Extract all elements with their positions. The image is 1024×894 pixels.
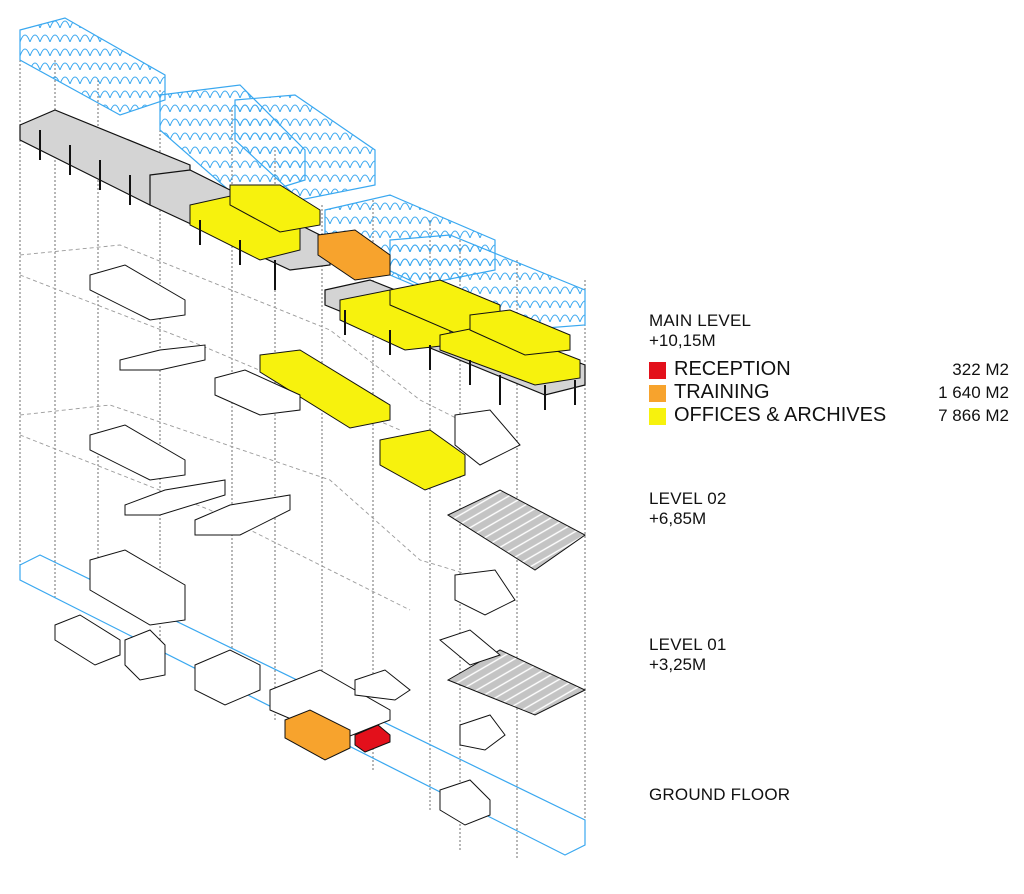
level-02-elevation: +6,85M (649, 509, 707, 528)
level-02-title: LEVEL 02 (649, 489, 727, 508)
axonometric-drawing (19, 17, 587, 860)
legend-row-reception: RECEPTION 322 M2 (649, 358, 1009, 381)
legend-area: 1 640 M2 (938, 383, 1009, 402)
offices-swatch (649, 408, 666, 425)
level-01-elevation: +3,25M (649, 655, 707, 674)
ground-floor-volumes (54, 549, 506, 826)
legend: RECEPTION 322 M2 TRAINING 1 640 M2 OFFIC… (649, 358, 1009, 427)
parking-decks (446, 489, 587, 716)
ground-floor-base (19, 554, 586, 856)
structural-columns (39, 130, 576, 410)
training-zone-ground (284, 709, 351, 761)
offices-zones-main (189, 184, 581, 491)
reception-swatch (649, 362, 666, 379)
legend-row-offices: OFFICES & ARCHIVES 7 866 M2 (649, 404, 1009, 427)
ground-floor-title: GROUND FLOOR (649, 785, 791, 804)
training-swatch (649, 385, 666, 402)
legend-area: 7 866 M2 (938, 406, 1009, 425)
reception-zone-ground (354, 724, 391, 753)
legend-row-training: TRAINING 1 640 M2 (649, 381, 1009, 404)
legend-area: 322 M2 (952, 360, 1009, 379)
level-01-title: LEVEL 01 (649, 635, 727, 654)
level-02-outlines (89, 264, 521, 466)
legend-label: RECEPTION (674, 358, 791, 380)
main-level-title: MAIN LEVEL (649, 311, 752, 330)
training-zone-main (317, 229, 391, 281)
legend-label: OFFICES & ARCHIVES (674, 404, 887, 426)
legend-label: TRAINING (674, 381, 770, 403)
level-01-outlines (89, 424, 516, 666)
main-level-elevation: +10,15M (649, 331, 716, 350)
roof-canopies (19, 17, 586, 331)
